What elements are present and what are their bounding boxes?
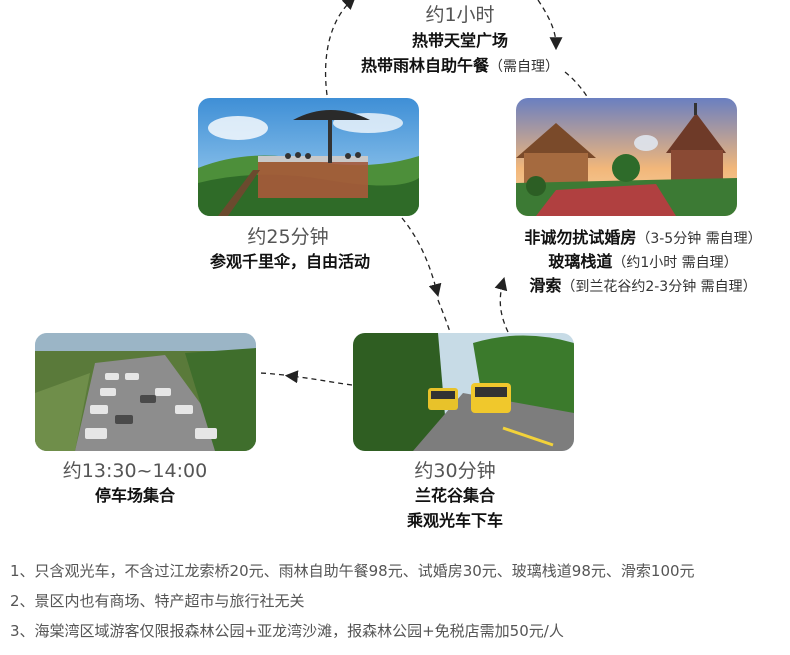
parking-time: 约13:30~14:00 [62, 460, 208, 482]
arrow-wedding-extend-icon [564, 71, 589, 99]
wedding-line1-text: 非诚勿扰试婚房 [524, 228, 637, 247]
wedding-line3-text: 滑索 [529, 276, 562, 295]
umbrella-photo [198, 98, 419, 216]
arrow-parking-tail-icon [257, 372, 285, 376]
arrow-top-to-wedding-icon [537, 0, 563, 51]
wedding-house-photo [516, 98, 737, 216]
top-line2-note: （需自理） [489, 59, 559, 75]
top-time: 约1小时 [425, 4, 495, 26]
parking-lot-photo [35, 333, 256, 451]
orchid-time: 约30分钟 [414, 460, 496, 482]
umbrella-label: 参观千里伞，自由活动 [209, 252, 370, 271]
note-item: 2、景区内也有商场、特产超市与旅行社无关 [10, 592, 305, 610]
wedding-line1: 非诚勿扰试婚房（3-5分钟 需自理） [508, 224, 778, 248]
wedding-line2-text: 玻璃栈道 [548, 252, 613, 271]
top-line1: 热带天堂广场 [411, 31, 508, 50]
top-line2-text: 热带雨林自助午餐 [360, 56, 489, 75]
orchid-line2: 乘观光车下车 [406, 511, 503, 530]
wedding-line2-note: （约1小时 需自理） [612, 255, 738, 271]
wedding-line1-note: （3-5分钟 需自理） [636, 231, 762, 247]
arrow-wedding-to-orchid-icon [494, 276, 509, 333]
wedding-line3-note: （到兰花谷约2-3分钟 需自理） [561, 279, 757, 295]
note-item: 3、海棠湾区域游客仅限报森林公园+亚龙湾沙滩，报森林公园+免税店需加50元/人 [10, 622, 564, 640]
arrow-umbrella-to-orchid-icon [401, 217, 442, 298]
orchid-line1: 兰花谷集合 [414, 486, 495, 505]
arrow-umbrella-to-top-icon [324, 0, 356, 96]
orchid-valley-photo [353, 333, 574, 451]
parking-label: 停车场集合 [94, 486, 175, 505]
arrow-orchid-to-parking-icon [284, 370, 353, 386]
notes-list: 1、只含观光车，不含过江龙索桥20元、雨林自助午餐98元、试婚房30元、玻璃栈道… [10, 556, 695, 646]
note-item: 1、只含观光车，不含过江龙索桥20元、雨林自助午餐98元、试婚房30元、玻璃栈道… [10, 562, 695, 580]
wedding-line2: 玻璃栈道（约1小时 需自理） [508, 248, 778, 272]
top-line2: 热带雨林自助午餐（需自理） [330, 52, 590, 76]
umbrella-time: 约25分钟 [247, 226, 329, 248]
wedding-line3: 滑索（到兰花谷约2-3分钟 需自理） [508, 272, 778, 296]
arrow-orchid-extend-icon [437, 299, 451, 333]
